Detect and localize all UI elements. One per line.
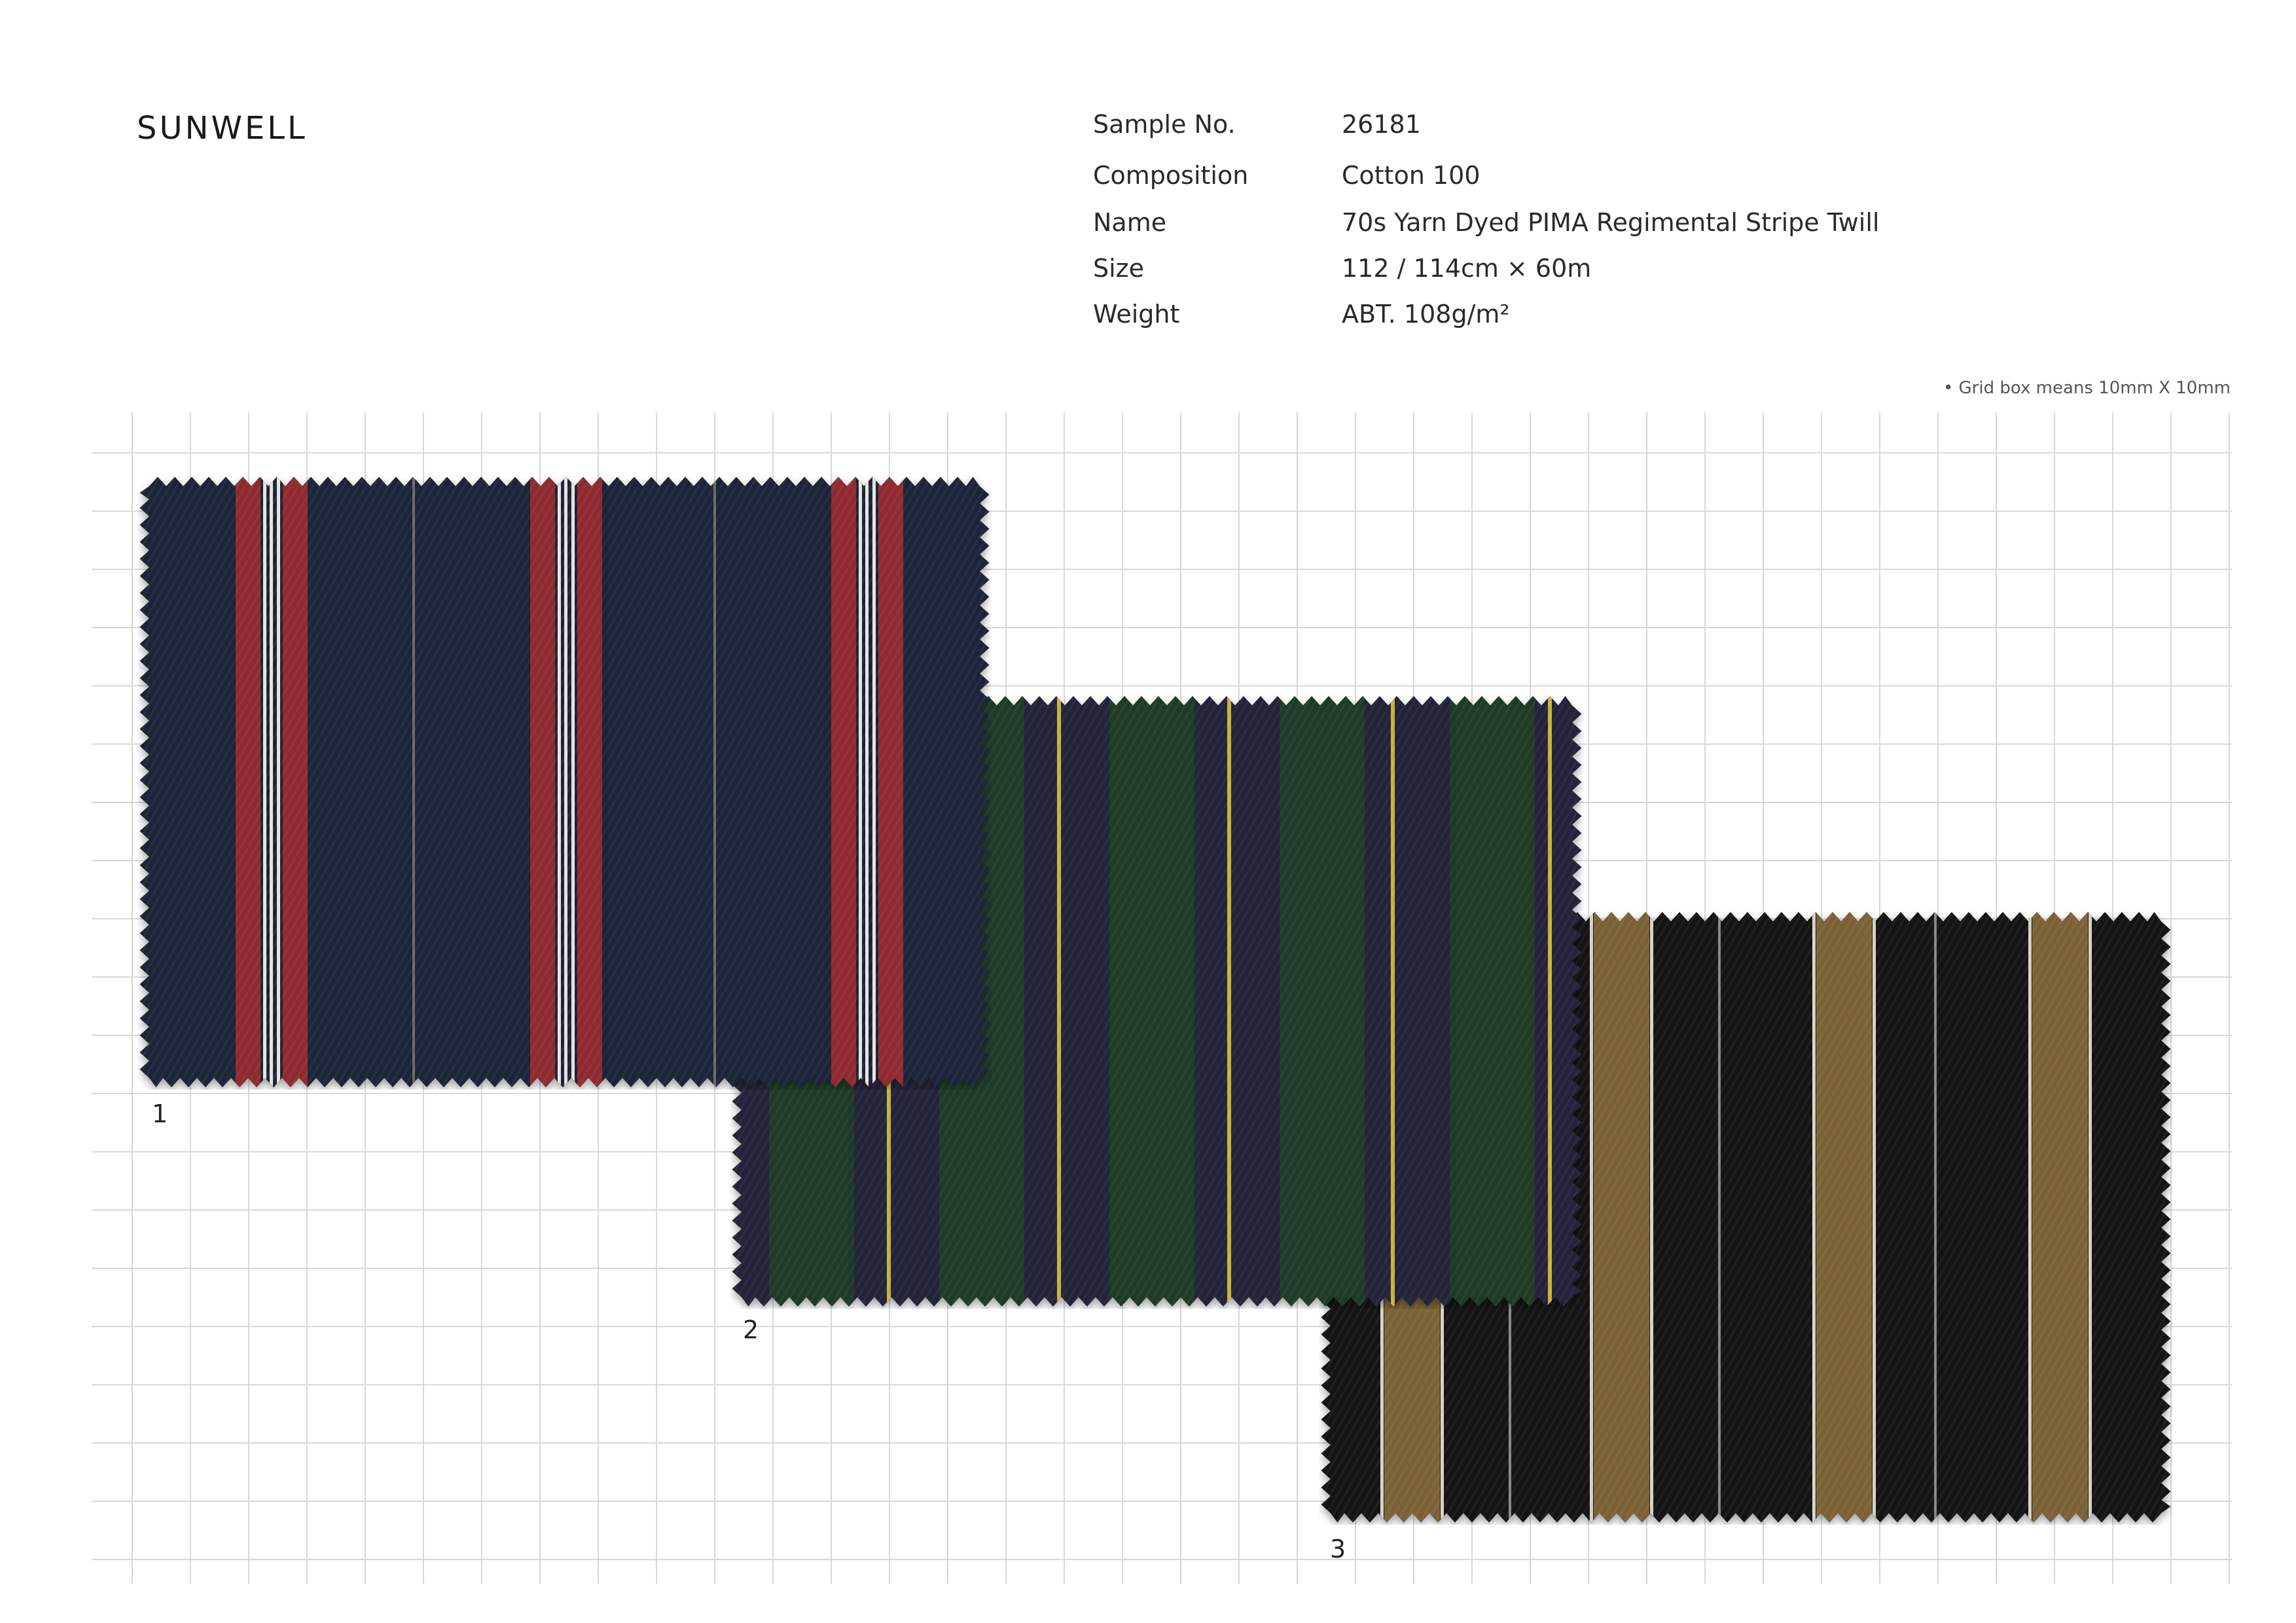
spec-label: Sample No. [1093, 110, 1236, 139]
spec-value: Cotton 100 [1342, 161, 1480, 190]
swatch-label-2: 2 [743, 1315, 759, 1344]
spec-value: 26181 [1342, 110, 1421, 139]
swatch-fabric [139, 476, 990, 1088]
spec-label: Name [1093, 208, 1167, 237]
spec-label: Weight [1093, 300, 1180, 329]
twill-texture [139, 476, 990, 1088]
brand-logo: SUNWELL [137, 110, 308, 147]
spec-value: 112 / 114cm × 60m [1342, 254, 1592, 283]
swatch-label-1: 1 [152, 1099, 168, 1128]
spec-label: Composition [1093, 161, 1249, 190]
spec-value: ABT. 108g/m² [1342, 300, 1510, 329]
spec-label: Size [1093, 254, 1145, 283]
swatch-label-3: 3 [1330, 1535, 1346, 1563]
spec-value: 70s Yarn Dyed PIMA Regimental Stripe Twi… [1342, 208, 1880, 237]
swatch-fabric-svg [139, 476, 990, 1088]
fabric-swatch-1 [137, 474, 992, 1090]
grid-note: • Grid box means 10mm X 10mm [1943, 378, 2231, 398]
